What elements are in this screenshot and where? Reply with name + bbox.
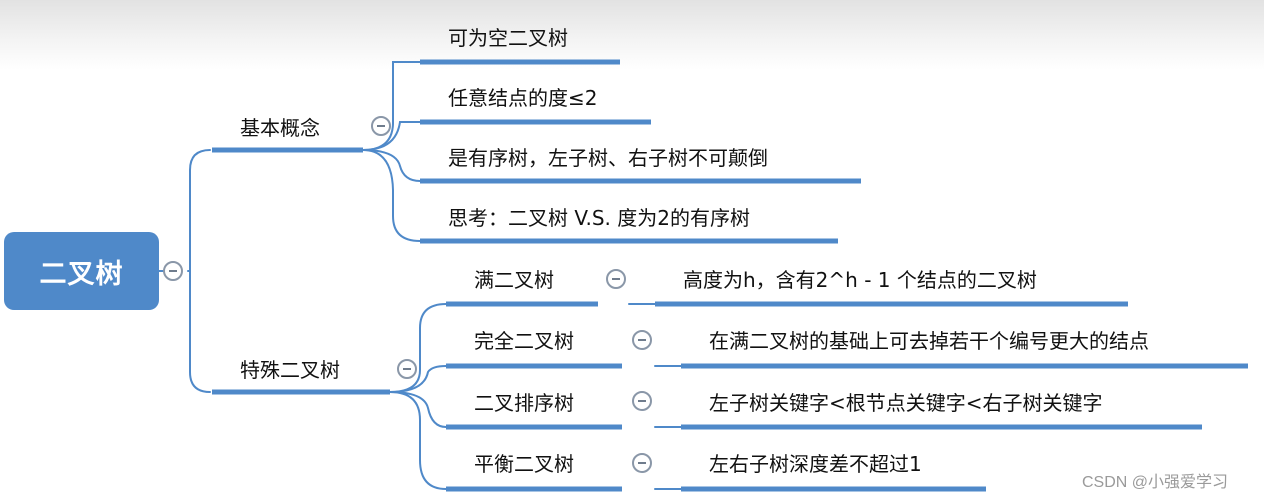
basic-item-think[interactable]: 思考：二叉树 V.S. 度为2的有序树 — [448, 206, 750, 230]
connector-basic-c4 — [362, 149, 421, 242]
connector-special-c2 — [389, 365, 447, 393]
connector-root-to-basic — [189, 149, 211, 171]
root-node[interactable]: 二叉树 — [4, 232, 159, 310]
branch-special-trees-label[interactable]: 特殊二叉树 — [240, 358, 340, 382]
detail-bst[interactable]: 左子树关键字<根节点关键字<右子树关键字 — [709, 391, 1103, 415]
collapse-balanced-tree-icon[interactable] — [632, 453, 652, 473]
special-item-full-tree[interactable]: 满二叉树 — [474, 268, 554, 292]
special-item-complete-tree[interactable]: 完全二叉树 — [474, 329, 574, 353]
top-shading — [0, 0, 1264, 70]
collapse-basic-icon[interactable] — [371, 116, 391, 136]
special-item-balanced-tree[interactable]: 平衡二叉树 — [474, 452, 574, 476]
branch-basic-concepts-label[interactable]: 基本概念 — [240, 116, 320, 140]
connector-special-c3 — [389, 391, 447, 428]
special-item-bst[interactable]: 二叉排序树 — [474, 391, 574, 415]
connector-special-c1 — [389, 303, 447, 393]
connector-special-c4 — [389, 391, 447, 490]
detail-balanced-tree[interactable]: 左右子树深度差不超过1 — [709, 452, 922, 476]
watermark: CSDN @小强爱学习 — [1082, 468, 1229, 492]
connector-basic-c2 — [362, 121, 421, 151]
basic-item-ordered[interactable]: 是有序树，左子树、右子树不可颠倒 — [448, 146, 768, 170]
collapse-complete-tree-icon[interactable] — [632, 330, 652, 350]
collapse-full-tree-icon[interactable] — [606, 269, 626, 289]
detail-complete-tree[interactable]: 在满二叉树的基础上可去掉若干个编号更大的结点 — [709, 329, 1149, 353]
collapse-root-icon[interactable] — [163, 261, 183, 281]
connector-root-to-special — [189, 169, 211, 393]
basic-item-degree[interactable]: 任意结点的度≤2 — [448, 86, 598, 110]
collapse-bst-icon[interactable] — [632, 391, 652, 411]
collapse-special-icon[interactable] — [397, 359, 417, 379]
connector-basic-c3 — [362, 149, 421, 182]
connector-basic-c1 — [362, 61, 421, 151]
basic-item-empty-tree[interactable]: 可为空二叉树 — [448, 26, 568, 50]
detail-full-tree[interactable]: 高度为h，含有2^h - 1 个结点的二叉树 — [683, 268, 1037, 292]
